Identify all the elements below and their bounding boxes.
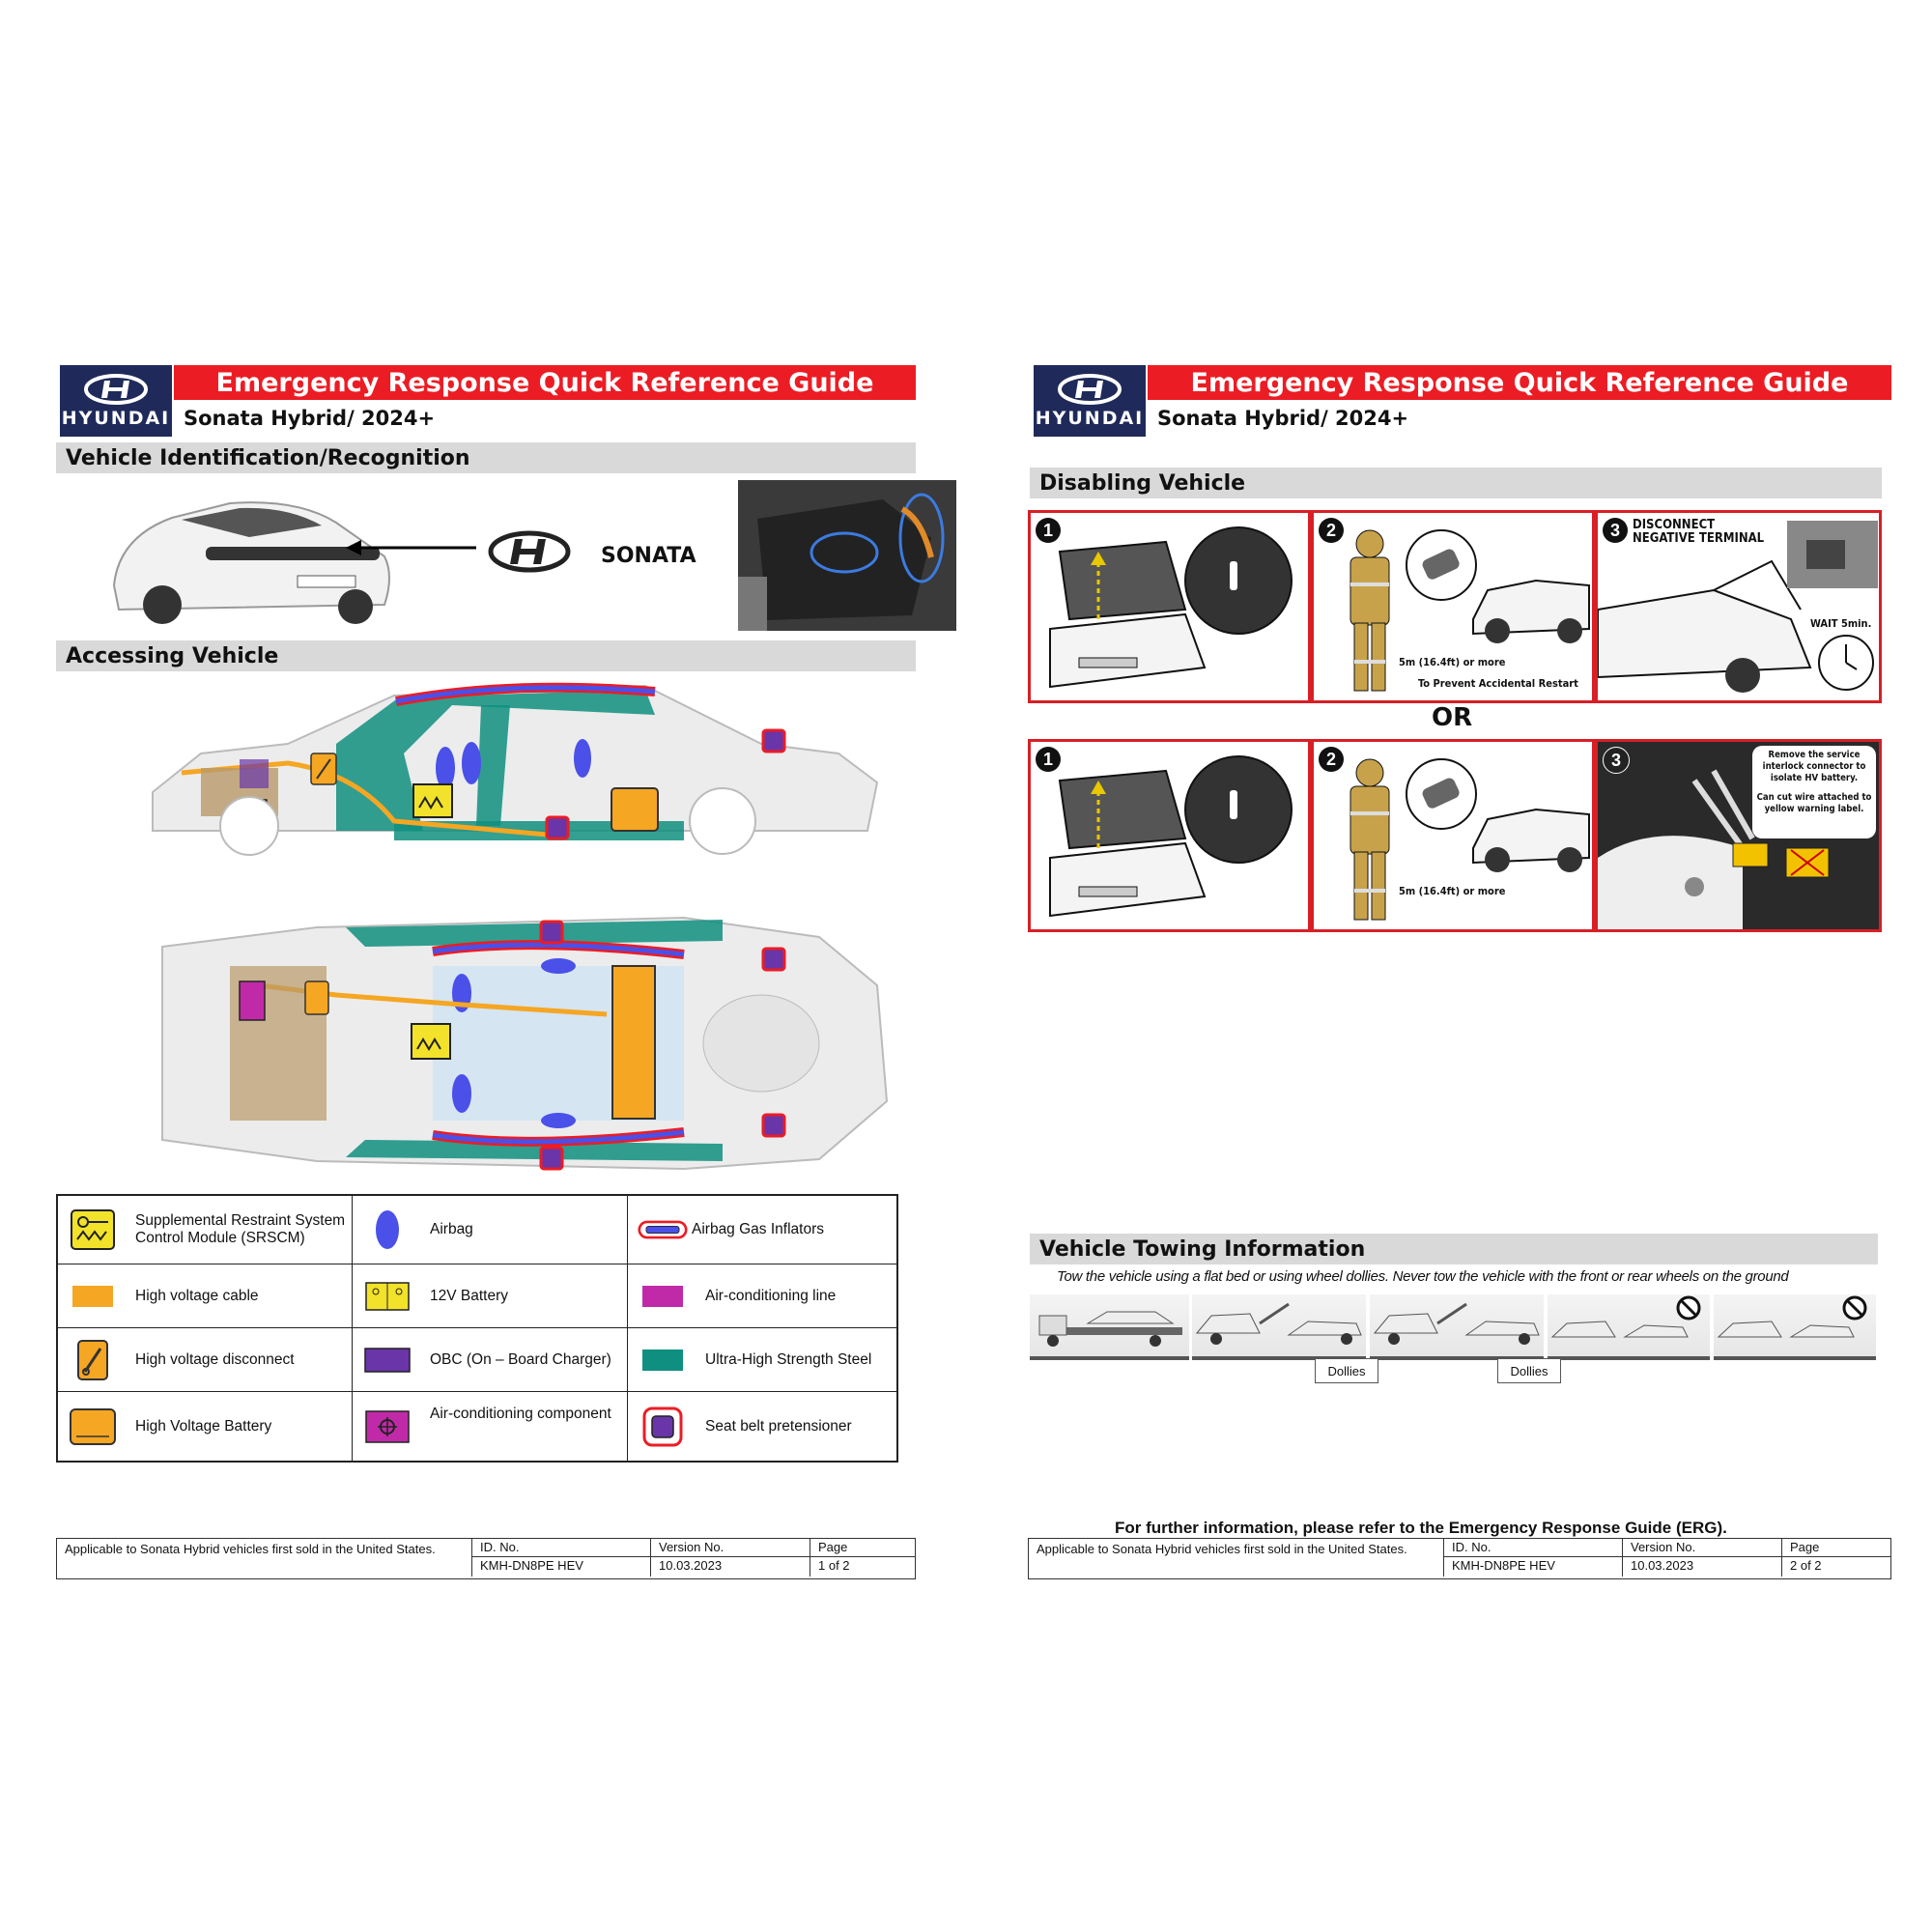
battery-terminal-photo — [1787, 521, 1878, 588]
uhss-icon — [638, 1339, 688, 1381]
interlock-instruction-box: Remove the service interlock connector t… — [1752, 746, 1876, 838]
page-1: HYUNDAI Emergency Response Quick Referen… — [56, 0, 956, 1932]
legend-uhss: Ultra-High Strength Steel — [628, 1328, 896, 1392]
footer-id-value: KMH-DN8PE HEV — [472, 1557, 651, 1577]
page-2: HYUNDAI Emergency Response Quick Referen… — [1028, 0, 1897, 1932]
interlock-photo — [1598, 769, 1830, 929]
page-1-footer: Applicable to Sonata Hybrid vehicles fir… — [56, 1538, 916, 1579]
legend-table: Supplemental Restraint System Control Mo… — [56, 1194, 898, 1463]
open-hood-illustration — [1049, 526, 1293, 689]
tow-dolly-front-illustration — [1192, 1294, 1366, 1360]
open-hood-illustration — [1049, 755, 1293, 918]
section-identification: Vehicle Identification/Recognition — [56, 442, 916, 473]
step-number: 2 — [1319, 518, 1344, 543]
srscm-icon — [68, 1208, 118, 1251]
model-subtitle: Sonata Hybrid/ 2024+ — [1157, 407, 1409, 430]
section-accessing: Accessing Vehicle — [56, 640, 916, 671]
car-front-illustration — [1598, 559, 1812, 693]
brand-wordmark: HYUNDAI — [61, 408, 171, 429]
legend-airbag-gas-inflators: Airbag Gas Inflators — [628, 1196, 896, 1264]
airbag-icon — [362, 1208, 412, 1251]
hyundai-emblem-icon — [84, 374, 148, 405]
footer-version-value: 10.03.2023 — [1623, 1557, 1782, 1577]
distance-label: 5m (16.4ft) or more — [1399, 885, 1506, 897]
arrow-icon — [346, 540, 476, 555]
legend-ac-line: Air-conditioning line — [628, 1264, 896, 1328]
battery-12v-icon — [362, 1275, 412, 1318]
dollies-label-1: Dollies — [1315, 1358, 1378, 1383]
step-3-service-interlock: 3 Remove the service interlock connector… — [1595, 739, 1882, 932]
hyundai-emblem-icon — [1058, 374, 1122, 405]
step-2-keep-key-away-alt: 2 5m (16.4ft) or more — [1311, 739, 1595, 932]
step-number: 1 — [1036, 518, 1061, 543]
legend-hv-battery: High Voltage Battery — [58, 1392, 353, 1461]
legend-hv-cable: High voltage cable — [58, 1264, 353, 1328]
tow-flatbed-illustration — [1030, 1294, 1189, 1360]
legend-seatbelt-pretensioner: Seat belt pretensioner — [628, 1392, 896, 1461]
step-3-disconnect-negative: 3 DISCONNECT NEGATIVE TERMINAL WAIT 5min… — [1595, 510, 1882, 703]
footer-applicable: Applicable to Sonata Hybrid vehicles fir… — [57, 1539, 472, 1577]
ac-line-icon — [638, 1275, 688, 1318]
step-number: 1 — [1036, 747, 1061, 772]
step-number: 2 — [1319, 747, 1344, 772]
suv-illustration — [1472, 579, 1590, 643]
step-number: 3 — [1603, 747, 1630, 774]
step-number: 3 — [1603, 518, 1628, 543]
page-title: Emergency Response Quick Reference Guide — [1148, 365, 1891, 400]
airbag-gas-inflator-icon — [638, 1208, 688, 1251]
tow-prohibited-1-illustration — [1548, 1294, 1710, 1360]
step-2-keep-key-away: 2 5m (16.4ft) or more To Prevent Acciden… — [1311, 510, 1595, 703]
footer-applicable: Applicable to Sonata Hybrid vehicles fir… — [1029, 1539, 1444, 1577]
legend-airbag: Airbag — [353, 1196, 628, 1264]
hv-battery-icon — [68, 1406, 118, 1448]
hyundai-logo: HYUNDAI — [1034, 365, 1146, 437]
disconnect-label: DISCONNECT NEGATIVE TERMINAL — [1633, 518, 1765, 546]
obc-icon — [362, 1339, 412, 1381]
hyundai-logo: HYUNDAI — [60, 365, 172, 437]
page-2-footer: Applicable to Sonata Hybrid vehicles fir… — [1028, 1538, 1891, 1579]
distance-label: 5m (16.4ft) or more — [1399, 656, 1506, 668]
clock-icon — [1818, 635, 1874, 691]
ac-component-icon — [362, 1406, 412, 1448]
vehicle-side-diagram — [152, 682, 879, 856]
legend-hv-disconnect: High voltage disconnect — [58, 1328, 353, 1392]
legend-12v-battery: 12V Battery — [353, 1264, 628, 1328]
suv-illustration — [1472, 808, 1590, 872]
or-divider: OR — [1432, 703, 1473, 732]
dollies-label-2: Dollies — [1497, 1358, 1561, 1383]
footer-version-value: 10.03.2023 — [651, 1557, 810, 1577]
tow-dolly-rear-illustration — [1370, 1294, 1544, 1360]
footer-page-value: 1 of 2 — [818, 1558, 850, 1573]
firefighter-illustration — [1350, 758, 1390, 921]
section-disabling: Disabling Vehicle — [1030, 468, 1882, 498]
sonata-rear-photo — [112, 501, 390, 624]
footer-page-value: 2 of 2 — [1790, 1558, 1822, 1573]
firefighter-illustration — [1350, 529, 1390, 692]
wait-label: WAIT 5min. — [1810, 617, 1872, 630]
legend-obc: OBC (On – Board Charger) — [353, 1328, 628, 1392]
page-title: Emergency Response Quick Reference Guide — [174, 365, 916, 400]
sonata-badge-text: SONATA — [601, 544, 696, 568]
step-1-open-hood-alt: 1 — [1028, 739, 1311, 932]
seatbelt-pretensioner-icon — [638, 1406, 688, 1448]
hyundai-badge-icon — [488, 530, 571, 573]
legend-ac-component: Air-conditioning component — [353, 1392, 628, 1461]
model-subtitle: Sonata Hybrid/ 2024+ — [184, 407, 436, 430]
towing-note: Tow the vehicle using a flat bed or usin… — [1057, 1268, 1789, 1285]
engine-bay-photo — [738, 480, 956, 631]
brand-wordmark: HYUNDAI — [1035, 408, 1145, 429]
further-info: For further information, please refer to… — [1115, 1519, 1727, 1537]
step-1-open-hood: 1 — [1028, 510, 1311, 703]
footer-id-value: KMH-DN8PE HEV — [1444, 1557, 1623, 1577]
smart-key-icon — [1406, 758, 1477, 830]
hv-cable-icon — [68, 1275, 118, 1318]
smart-key-icon — [1406, 529, 1477, 601]
hv-disconnect-icon — [68, 1339, 118, 1381]
legend-srscm: Supplemental Restraint System Control Mo… — [58, 1196, 353, 1264]
tow-prohibited-2-illustration — [1714, 1294, 1876, 1360]
vehicle-top-diagram — [161, 916, 889, 1171]
section-towing: Vehicle Towing Information — [1030, 1234, 1878, 1264]
restart-label: To Prevent Accidental Restart — [1418, 677, 1578, 690]
